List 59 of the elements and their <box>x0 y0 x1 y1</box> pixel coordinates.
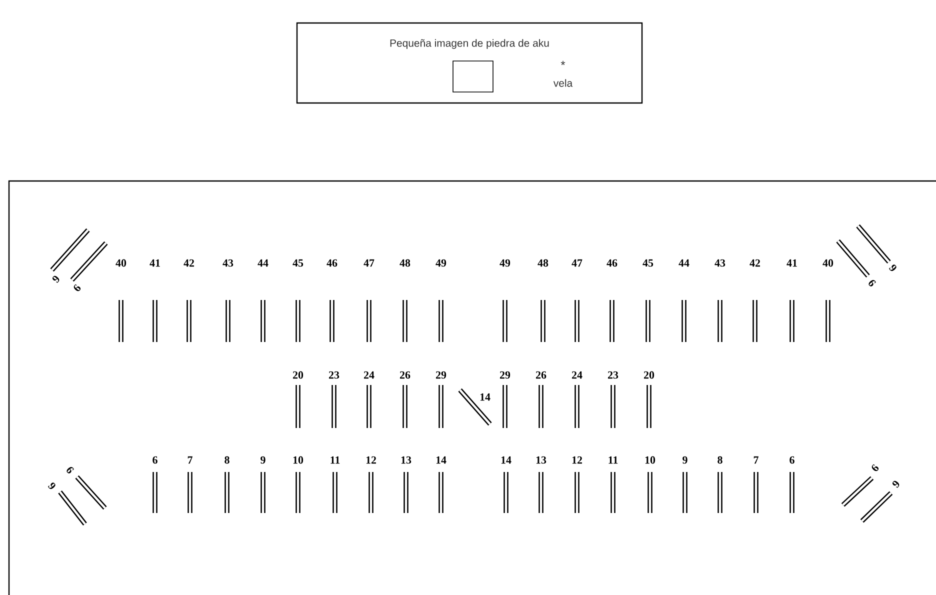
number-label: 9 <box>892 480 900 488</box>
number-label: 26 <box>536 371 546 379</box>
stone-square <box>452 60 494 92</box>
number-label: 48 <box>400 259 410 267</box>
number-label: 6 <box>74 284 81 292</box>
number-label: 49 <box>436 259 446 267</box>
number-label: 40 <box>116 259 126 267</box>
number-label: 41 <box>150 259 160 267</box>
number-label: 13 <box>536 456 546 464</box>
number-label: 46 <box>606 259 618 267</box>
number-label: 6 <box>152 456 158 464</box>
number-label: 40 <box>822 259 834 267</box>
number-label: 7 <box>188 456 192 464</box>
number-label: 8 <box>224 456 230 464</box>
number-label: 48 <box>538 259 548 267</box>
number-label: 47 <box>364 259 374 267</box>
number-label: 20 <box>292 371 304 379</box>
number-label: 6 <box>66 467 74 474</box>
number-label: 29 <box>436 371 446 379</box>
number-label: 23 <box>608 371 618 379</box>
number-label: 14 <box>501 456 512 464</box>
number-label: 6 <box>872 464 879 472</box>
number-label: 14 <box>480 393 490 401</box>
number-label: 29 <box>500 371 510 379</box>
number-label: 12 <box>366 456 376 464</box>
number-label: 9 <box>682 456 688 464</box>
number-label: 42 <box>750 259 760 267</box>
number-label: 43 <box>222 259 234 267</box>
number-label: 41 <box>786 259 797 267</box>
number-label: 45 <box>642 259 654 267</box>
number-label: 9 <box>888 264 896 271</box>
number-label: 11 <box>608 456 618 464</box>
number-label: 8 <box>718 456 722 464</box>
number-label: 46 <box>326 259 338 267</box>
number-label: 26 <box>400 371 410 379</box>
number-label: 7 <box>754 456 758 464</box>
number-label: 10 <box>645 456 656 464</box>
number-label: 24 <box>364 371 374 379</box>
number-label: 14 <box>436 456 446 464</box>
number-label: 10 <box>293 456 304 464</box>
number-label: 44 <box>678 259 690 267</box>
number-label: 9 <box>260 456 266 464</box>
number-label: 9 <box>52 276 60 283</box>
number-label: 45 <box>292 259 304 267</box>
number-label: 43 <box>714 259 726 267</box>
number-label: 42 <box>184 259 194 267</box>
number-label: 20 <box>644 371 654 379</box>
number-label: 49 <box>500 259 510 267</box>
number-label: 12 <box>572 456 582 464</box>
number-label: 44 <box>258 259 268 267</box>
number-label: 9 <box>48 482 56 489</box>
number-label: 11 <box>330 456 340 464</box>
number-label: 6 <box>790 456 794 464</box>
number-label: 47 <box>572 259 582 267</box>
number-label: 24 <box>572 371 582 379</box>
number-label: 23 <box>328 371 340 379</box>
number-label: 13 <box>401 456 412 464</box>
legend-box: Pequeña imagen de piedra de aku * vela <box>296 22 643 104</box>
number-label: 6 <box>868 280 876 286</box>
